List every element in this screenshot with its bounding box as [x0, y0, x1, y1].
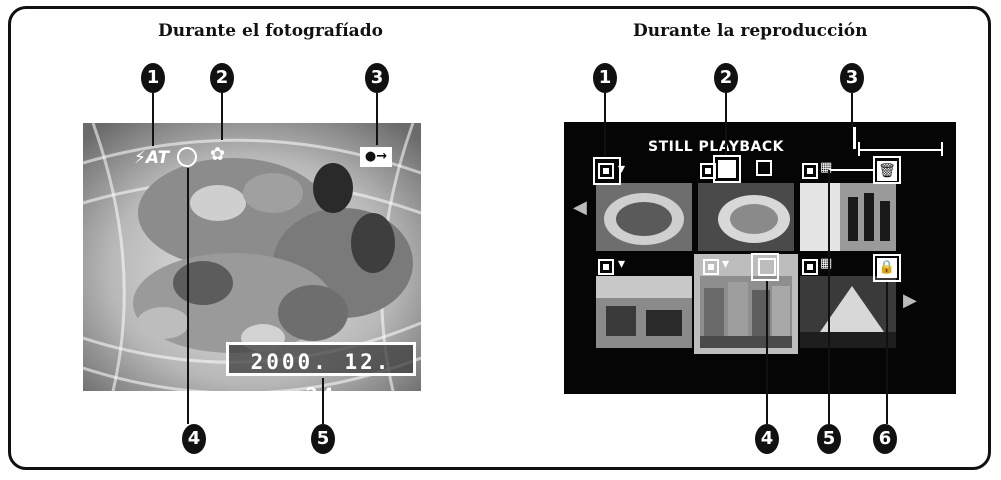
left-heading: Durante el fotografíado [158, 21, 383, 41]
quality-icon-3: ▦ [820, 160, 833, 175]
highlight-box-1 [593, 157, 621, 185]
thumbnail-4[interactable] [596, 276, 692, 348]
zoom-slider-track [858, 149, 943, 151]
right-heading: Durante la reproducción [633, 21, 868, 41]
protect-icon [756, 160, 772, 176]
quality-icon: ▾ [618, 161, 626, 177]
flash-auto-icon: ⚡AT [134, 148, 170, 168]
left-callout-4: 4 [182, 424, 206, 454]
resolution-icon-5 [703, 259, 719, 275]
quality-icon-4: ▾ [618, 256, 626, 272]
thumbnail-5[interactable] [700, 276, 792, 348]
left-callout-5: 5 [311, 424, 335, 454]
zoom-slider-thumb [853, 127, 856, 149]
arrow-right-icon[interactable]: ▶ [903, 290, 917, 311]
right-callout-5: 5 [817, 424, 841, 454]
quality-icon-5: ▾ [722, 256, 730, 272]
highlight-box-4 [751, 253, 779, 281]
thumbnail-6[interactable] [800, 276, 896, 348]
zoom-slider-start [858, 142, 860, 156]
lock-icon: 🔒 [877, 258, 897, 278]
screen-title: STILL PLAYBACK [648, 139, 785, 155]
right-callout-2: 2 [714, 63, 738, 93]
resolution-icon-4 [598, 259, 614, 275]
thumbnail-3[interactable] [800, 183, 896, 251]
left-callout-3: 3 [365, 63, 389, 93]
focus-icon: ●→ [360, 147, 392, 167]
arrow-left-icon[interactable]: ◀ [573, 197, 587, 218]
thumbnail-1[interactable] [596, 183, 692, 251]
macro-icon: ✿ [210, 144, 226, 165]
left-callout-1: 1 [141, 63, 165, 93]
outer-frame [8, 6, 991, 470]
highlight-box-2 [713, 155, 741, 183]
resolution-icon-6 [802, 259, 818, 275]
protect-icon-2 [758, 258, 776, 276]
highlight-box-6 [873, 254, 901, 282]
right-callout-3: 3 [840, 63, 864, 93]
right-callout-6: 6 [873, 424, 897, 454]
highlight-box-5 [873, 156, 901, 184]
date-display: 2000. 12. 24 [226, 342, 416, 408]
zoom-slider-end [941, 142, 943, 156]
quality-icon-6: ▦ [820, 256, 833, 271]
thumbnail-2[interactable] [698, 183, 794, 251]
right-callout-4: 4 [755, 424, 779, 454]
self-timer-icon [177, 147, 197, 167]
quality-icon-2 [718, 160, 736, 178]
right-callout-1: 1 [593, 63, 617, 93]
resolution-icon-3 [802, 163, 818, 179]
trash-icon: 🗑 [877, 161, 897, 181]
resolution-icon [598, 163, 614, 179]
resolution-icon-2 [700, 163, 716, 179]
left-callout-2: 2 [210, 63, 234, 93]
